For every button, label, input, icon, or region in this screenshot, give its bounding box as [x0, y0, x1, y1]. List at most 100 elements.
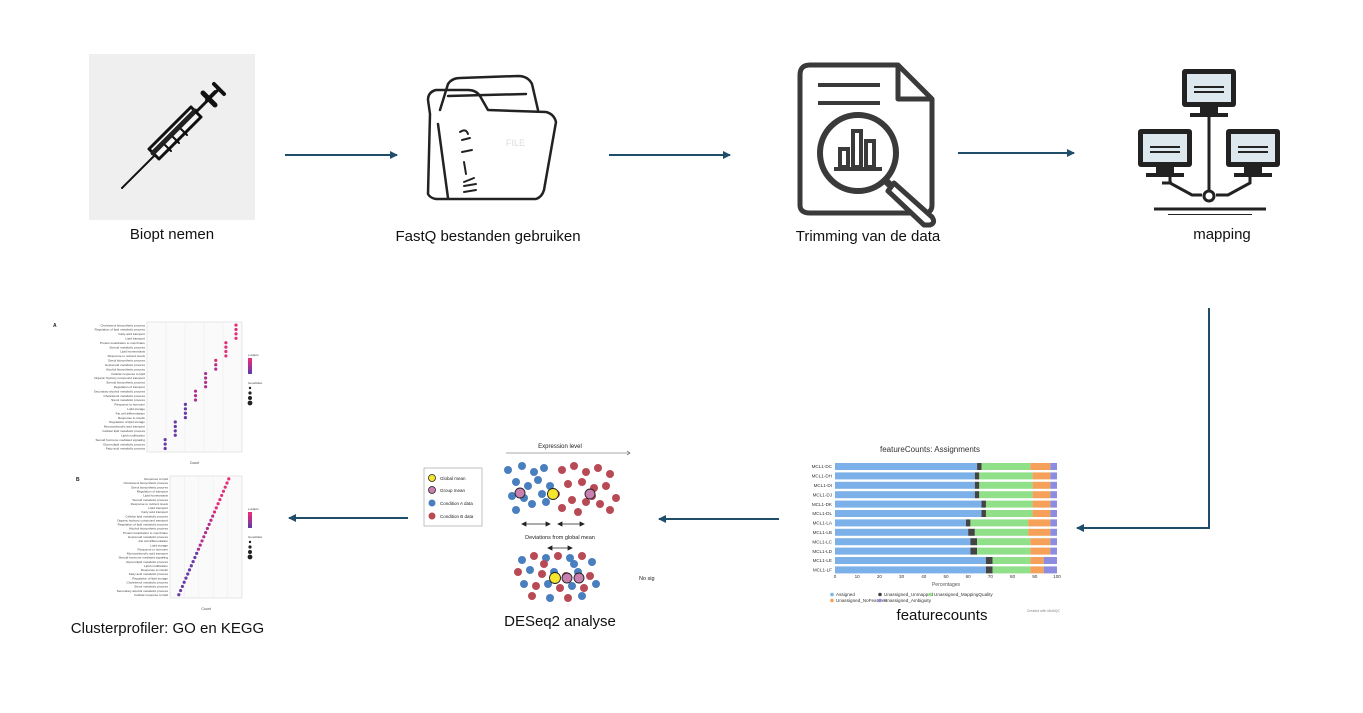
- go-dot: [234, 323, 238, 327]
- go-dot: [183, 411, 187, 415]
- go-dot: [196, 547, 201, 551]
- data-point: [558, 466, 566, 474]
- bar-segment-unassigned-mappingquality: [985, 510, 1033, 517]
- go-term-label: Fat cell differentiation: [139, 539, 169, 543]
- data-point: [592, 580, 600, 588]
- legend-group-mean-dot: [428, 486, 436, 494]
- go-term-label: Response to nutrient levels: [108, 354, 146, 358]
- group-deviation-arrows: [547, 545, 573, 551]
- data-point: [524, 482, 532, 490]
- data-point: [570, 462, 578, 470]
- bar-segment-unassigned-ambiguity: [1050, 472, 1057, 480]
- go-dot: [187, 568, 192, 572]
- data-point: [564, 594, 572, 602]
- category-label: MCL1-DK: [812, 502, 833, 507]
- go-size-legend-dot: [248, 396, 252, 400]
- bar-segment-unassigned-nofeatures: [1028, 528, 1051, 536]
- category-label: MCL1-DH: [812, 474, 832, 479]
- data-point: [546, 482, 554, 490]
- go-dot: [184, 576, 188, 580]
- go-term-label: Lipid homeostasis: [143, 494, 168, 498]
- bar-segment-unassigned-nofeatures: [1032, 510, 1051, 517]
- bar-segment-unassigned-unmapped: [981, 510, 986, 517]
- legend-global-mean: Global mean: [440, 476, 466, 481]
- go-term-label: Lipid transport: [125, 337, 145, 341]
- bar-segment-assigned: [835, 510, 982, 517]
- bar-segment-unassigned-mappingquality: [979, 472, 1033, 480]
- bar-segment-assigned: [835, 519, 966, 527]
- legend-marker: [878, 598, 882, 603]
- chart-xlabel: Percentages: [932, 582, 961, 588]
- bar-segment-assigned: [835, 557, 986, 564]
- bar-segment-unassigned-unmapped: [970, 547, 978, 555]
- mapping-label: mapping: [1193, 226, 1251, 243]
- go-term-label: Regulation of lipid storage: [109, 420, 145, 424]
- data-point: [564, 480, 572, 488]
- category-label: MCL1-LB: [813, 530, 832, 535]
- group-mean-a-dot: [514, 487, 526, 499]
- legend-group-mean: Group mean: [440, 488, 466, 493]
- category-label: MCL1-DC: [812, 464, 833, 469]
- go-term-label: Secondary alcohol metabolic process: [117, 589, 169, 593]
- go-term-label: Fatty acid metabolic process: [129, 572, 169, 576]
- go-dot: [193, 393, 198, 398]
- bar-segment-unassigned-nofeatures: [1030, 463, 1051, 470]
- bar-segment-unassigned-nofeatures: [1028, 519, 1051, 527]
- legend-condition-a-dot: [428, 499, 436, 507]
- go-dot: [163, 438, 167, 442]
- go-term-label: Sterol biosynthetic process: [108, 359, 145, 363]
- go-term-label: Sterol metabolic process: [134, 585, 168, 589]
- go-term-label: Lipid modification: [144, 564, 168, 568]
- go-dot: [163, 442, 167, 446]
- bar-segment-unassigned-mappingquality: [979, 491, 1033, 499]
- go-dot: [173, 424, 177, 429]
- biopt-label: Biopt nemen: [129, 226, 215, 243]
- data-point: [582, 468, 590, 476]
- bar-segment-unassigned-ambiguity: [1050, 547, 1057, 555]
- data-point: [512, 478, 520, 486]
- deseq2-label: DESeq2 analyse: [504, 613, 616, 630]
- go-dot: [180, 584, 184, 589]
- go-dot: [223, 485, 227, 489]
- go-dot: [204, 385, 208, 389]
- deseq2-figure: Expression level Global mean Group mean …: [423, 444, 655, 602]
- go-colorbar-step: [248, 362, 252, 366]
- go-plot-area: [146, 321, 243, 453]
- go-dot: [225, 481, 229, 485]
- bar-segment-unassigned-unmapped: [970, 538, 978, 546]
- go-dot: [186, 572, 190, 576]
- data-point: [612, 494, 620, 502]
- go-dot: [173, 433, 177, 437]
- x-tick-label: 70: [988, 574, 994, 579]
- data-point: [512, 506, 520, 514]
- go-size-legend-dot: [248, 391, 252, 395]
- go-dot: [227, 477, 231, 481]
- go-dot: [224, 354, 228, 358]
- bar-segment-unassigned-mappingquality: [985, 500, 1033, 508]
- data-point: [570, 560, 578, 568]
- legend-entry: Unassigned_Unmapped: [884, 592, 934, 597]
- bar-segment-unassigned-nofeatures: [1032, 481, 1051, 489]
- data-point: [582, 498, 590, 506]
- legend-entry: Unassigned_Ambiguity: [884, 598, 932, 603]
- go-dot: [234, 336, 238, 340]
- bar-segment-unassigned-ambiguity: [1050, 519, 1057, 527]
- data-point: [602, 482, 610, 490]
- go-colorbar-step: [248, 524, 252, 528]
- go-dot: [193, 389, 198, 393]
- bar-segment-unassigned-ambiguity: [1043, 557, 1057, 564]
- go-term-label: Sterol metabolic process: [111, 398, 145, 402]
- go-term-label: Secondary alcohol metabolic process: [94, 389, 146, 393]
- expression-level-title: Expression level: [538, 444, 582, 450]
- go-dot: [224, 341, 228, 345]
- bar-segment-unassigned-nofeatures: [1032, 500, 1051, 508]
- go-legend-title: GeneRatio: [248, 535, 263, 539]
- bar-segment-assigned: [835, 566, 986, 574]
- legend-global-mean-dot: [428, 474, 436, 482]
- go-term-label: Lipid storage: [150, 543, 168, 547]
- go-legend-title: GeneRatio: [248, 381, 263, 385]
- data-point: [606, 506, 614, 514]
- bar-segment-assigned: [835, 547, 971, 555]
- syringe-icon: [121, 82, 226, 189]
